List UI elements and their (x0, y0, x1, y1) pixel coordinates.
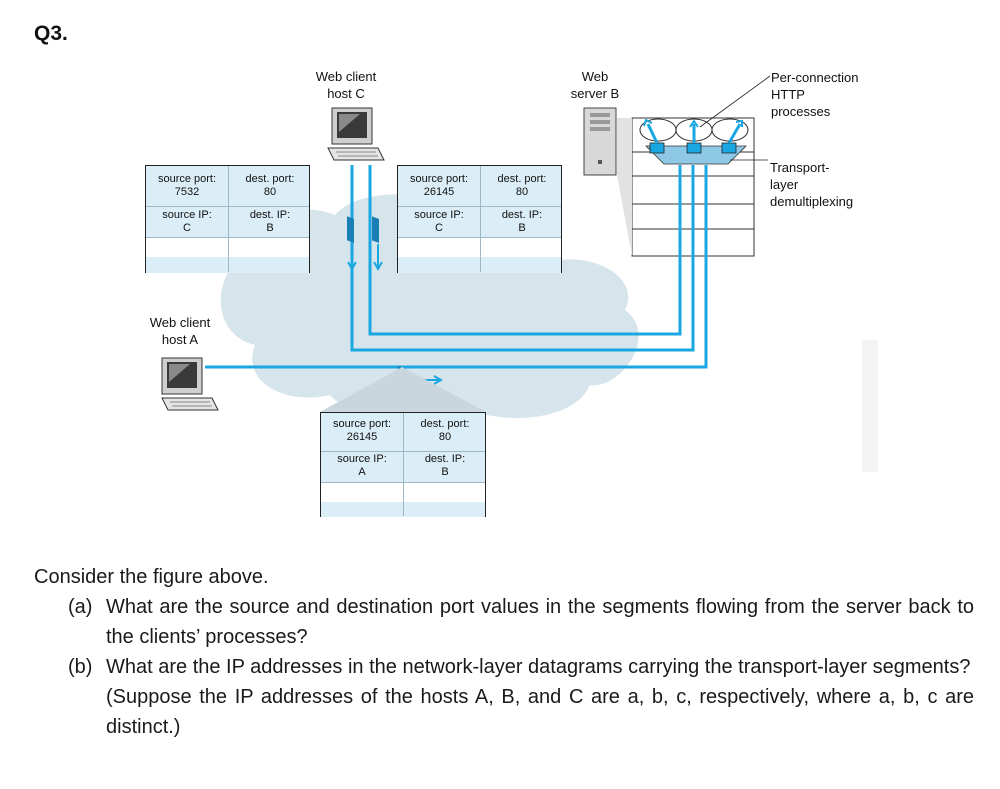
segment-header-bottom: source port:26145 dest. port:80 source I… (320, 412, 486, 517)
hdr-left-dest-ip-label: dest. IP: (249, 209, 291, 221)
hdr-left-source-port-label: source port: (157, 173, 217, 185)
question-intro: Consider the figure above. (34, 566, 269, 588)
hdr-bottom-dest-ip: B (441, 466, 449, 478)
part-a-text: What are the source and destination port… (106, 596, 974, 648)
hdr-left-source-ip-label: source IP: (162, 209, 212, 221)
hdr-middle-source-ip-label: source IP: (414, 209, 464, 221)
segment-header-left: source port:7532 dest. port:80 source IP… (145, 165, 310, 273)
hdr-middle-dest-port: 80 (515, 186, 529, 198)
hdr-bottom-source-port-label: source port: (332, 418, 392, 430)
question-number: Q3. (34, 22, 68, 45)
demux-label: Transport- layer demultiplexing (770, 160, 854, 209)
hdr-bottom-source-ip: A (358, 466, 366, 478)
question-part-a: (a) What are the source and destination … (34, 592, 974, 652)
question-text: Consider the figure above. (a) What are … (34, 562, 974, 742)
part-b-tag: (b) (68, 656, 93, 678)
part-b-text: What are the IP addresses in the network… (106, 656, 971, 678)
hdr-bottom-dest-ip-label: dest. IP: (424, 453, 466, 465)
hdr-middle-source-port-label: source port: (409, 173, 469, 185)
panel-strip (862, 340, 878, 472)
client-a-label: Web client host A (149, 315, 211, 347)
hdr-left-dest-ip: B (266, 222, 274, 234)
server-b-tower (583, 107, 617, 176)
hdr-bottom-dest-port: 80 (438, 431, 452, 443)
part-a-tag: (a) (68, 596, 93, 618)
hdr-middle-dest-ip-label: dest. IP: (501, 209, 543, 221)
client-a-computer (161, 357, 219, 411)
per-connection-label: Per-connection HTTP processes (771, 70, 859, 119)
question-part-b: (b) What are the IP addresses in the net… (34, 652, 974, 682)
server-projection (617, 118, 632, 256)
client-c-label: Web client host C (315, 69, 377, 101)
hdr-left-dest-port-label: dest. port: (245, 173, 295, 185)
hdr-left-dest-port: 80 (263, 186, 277, 198)
hdr-bottom-source-ip-label: source IP: (337, 453, 387, 465)
hdr-bottom-source-port: 26145 (346, 431, 378, 443)
client-c-computer (327, 107, 385, 161)
bottom-projection (320, 367, 486, 412)
hdr-middle-dest-port-label: dest. port: (497, 173, 547, 185)
hdr-bottom-dest-port-label: dest. port: (420, 418, 470, 430)
part-b-note: (Suppose the IP addresses of the hosts A… (106, 686, 974, 738)
segment-header-middle: source port:26145 dest. port:80 source I… (397, 165, 562, 273)
hdr-middle-source-ip: C (435, 222, 443, 234)
server-b-label: Web server B (570, 69, 620, 101)
question-part-b-note: (Suppose the IP addresses of the hosts A… (34, 682, 974, 742)
hdr-left-source-port: 7532 (174, 186, 200, 198)
hdr-middle-source-port: 26145 (423, 186, 455, 198)
hdr-left-source-ip: C (183, 222, 191, 234)
hdr-middle-dest-ip: B (518, 222, 526, 234)
